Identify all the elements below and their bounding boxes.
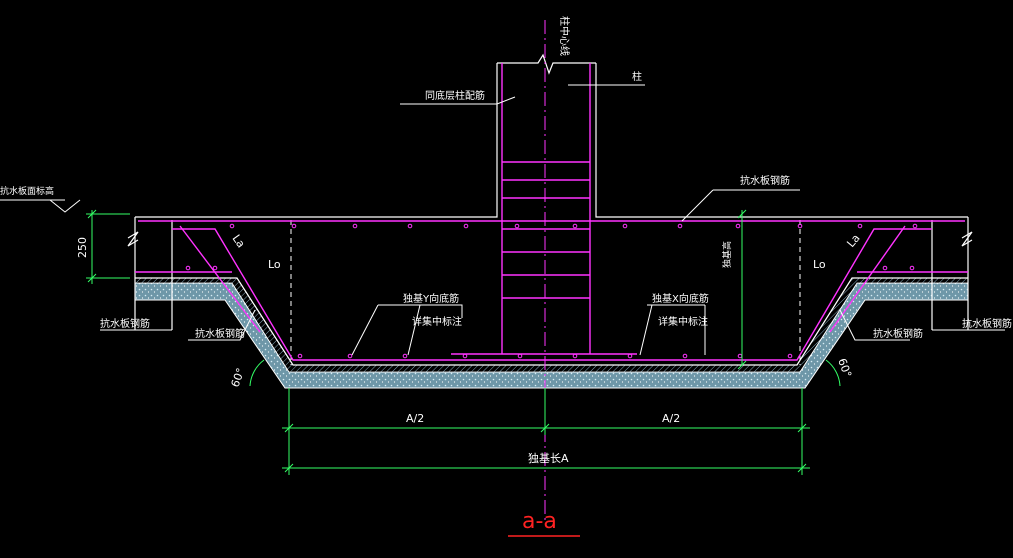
x-rebar-label-2: 详集中标注: [658, 315, 708, 328]
dimension-lines: [86, 209, 841, 475]
x-rebar-label-1: 独基X向底筋: [652, 292, 709, 305]
rebar-dots: [185, 223, 918, 359]
dashed-boundaries: [290, 220, 801, 365]
slab-thickness-label: 250: [76, 237, 89, 258]
base-height-label: 独基高: [721, 241, 733, 268]
column-label: 柱: [632, 70, 642, 83]
angle-left-label: 60°: [229, 366, 248, 389]
column-rebar-label: 同底层柱配筋: [425, 89, 485, 102]
y-rebar-label-2: 详集中标注: [412, 315, 462, 328]
angle-right-label: 60°: [835, 357, 854, 380]
slab-rebar-right-outer-label: 抗水板钢筋: [962, 317, 1012, 330]
la-right-label: La: [844, 232, 862, 250]
lo-right-label: Lo: [813, 258, 826, 271]
slab-top-elevation-label: 抗水板面标高: [0, 185, 54, 197]
slab-rebar-right-inner-label: 抗水板钢筋: [873, 327, 923, 340]
la-left-label: La: [230, 232, 248, 250]
lo-left-label: Lo: [268, 258, 281, 271]
dim-half-right-label: A/2: [662, 412, 680, 425]
slab-rebar-left-outer-label: 抗水板钢筋: [100, 317, 150, 330]
leader-lines: [0, 84, 1005, 356]
y-rebar-label-1: 独基Y向底筋: [403, 292, 459, 305]
slab-rebar-top-label: 抗水板钢筋: [740, 174, 790, 187]
section-title: a-a: [522, 509, 557, 534]
column-centerline-label: 柱中心线: [558, 16, 571, 56]
dim-half-left-label: A/2: [406, 412, 424, 425]
slab-rebar-left-inner-label: 抗水板钢筋: [195, 327, 245, 340]
dim-total-label: 独基长A: [528, 452, 569, 465]
annotations: 柱中心线 柱 同底层柱配筋 抗水板面标高 抗水板钢筋 250 独基高 Lo Lo…: [0, 16, 1012, 537]
